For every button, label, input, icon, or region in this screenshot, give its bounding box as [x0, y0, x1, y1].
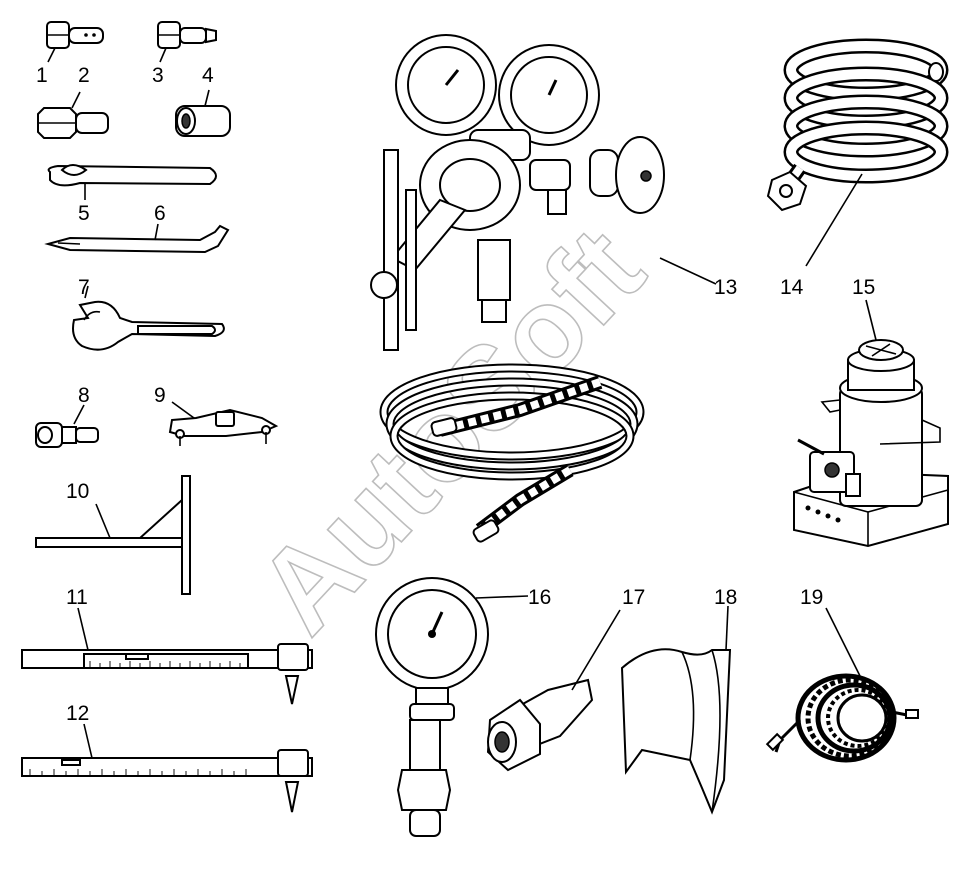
part-16-pressure-gauge: [375, 577, 529, 837]
label-13: 13: [714, 276, 737, 299]
label-18: 18: [714, 586, 737, 609]
part-labels: 1 2 3 4 5 6 7 8 9 10 11 12 13 14 15 16 1…: [36, 64, 875, 725]
part-5-hook-spanner: [47, 164, 217, 200]
part-19-wire-coil: [765, 607, 919, 763]
part-1-union-nut: [46, 21, 104, 63]
label-5: 5: [78, 202, 90, 225]
scale-ticks-11: [89, 661, 241, 668]
label-4: 4: [202, 64, 214, 87]
part-18-curved-shield: [620, 605, 732, 815]
part-4-sleeve: [175, 89, 231, 137]
label-15: 15: [852, 276, 875, 299]
part-13-pressure-regulator: [370, 34, 717, 543]
label-10: 10: [66, 480, 89, 503]
part-10-gauge-plate: [35, 475, 191, 595]
label-14: 14: [780, 276, 804, 299]
label-17: 17: [622, 586, 645, 609]
label-2: 2: [78, 64, 90, 87]
label-8: 8: [78, 384, 90, 407]
part-9-bracket: [168, 401, 279, 446]
part-8-fitting: [35, 404, 99, 448]
label-6: 6: [154, 202, 166, 225]
label-3: 3: [152, 64, 164, 87]
label-19: 19: [800, 586, 823, 609]
part-15-hydraulic-jack: [793, 299, 949, 548]
part-3-union-nut: [157, 21, 217, 63]
label-16: 16: [528, 586, 551, 609]
hose-coil-13: [379, 363, 645, 543]
part-11-caliper: [21, 607, 313, 705]
part-12-caliper: [21, 723, 313, 813]
label-12: 12: [66, 702, 89, 725]
part-17-nozzle-adapter: [486, 609, 621, 772]
label-11: 11: [66, 586, 88, 609]
part-7-wrench: [72, 285, 225, 351]
label-7: 7: [78, 276, 90, 299]
scale-ticks-12: [29, 769, 247, 776]
part-14-coiled-tube: [766, 38, 949, 267]
part-2-hex-adapter: [37, 91, 109, 139]
part-6-pry-tool: [44, 223, 230, 254]
label-1: 1: [36, 64, 48, 87]
label-9: 9: [154, 384, 166, 407]
